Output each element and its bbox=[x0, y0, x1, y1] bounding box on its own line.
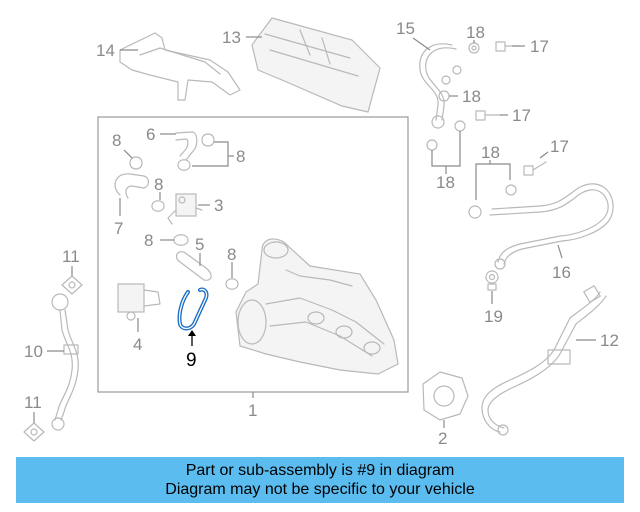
part-16-coolant-line[interactable] bbox=[489, 183, 614, 270]
callout-17-mid: 17 bbox=[512, 106, 531, 125]
part-9-hose-highlighted[interactable] bbox=[177, 287, 209, 331]
part-4-actuator[interactable] bbox=[117, 283, 161, 321]
callout-11-top: 11 bbox=[62, 247, 80, 266]
callout-10: 10 bbox=[24, 342, 43, 361]
callout-3: 3 bbox=[214, 196, 223, 215]
part-17-bolt-right[interactable] bbox=[523, 161, 547, 176]
banner-line-1: Part or sub-assembly is #9 in diagram bbox=[185, 462, 455, 479]
part-8-clamp-top-right[interactable] bbox=[201, 133, 215, 147]
callout-2: 2 bbox=[438, 429, 447, 448]
part-12-return-line[interactable] bbox=[481, 285, 607, 436]
part-2-gasket[interactable] bbox=[422, 371, 469, 421]
part-18-washer-top[interactable] bbox=[468, 42, 480, 54]
part-1-turbocharger-assembly[interactable] bbox=[235, 238, 399, 375]
parts-diagram: 1 2 3 4 5 6 7 8 8 8 8 8 9 10 11 11 12 13… bbox=[23, 17, 619, 448]
callout-8-left: 8 bbox=[112, 131, 121, 150]
callout-19: 19 bbox=[484, 307, 503, 326]
callout-18-lower: 18 bbox=[436, 173, 455, 192]
callout-18-top: 18 bbox=[466, 23, 485, 42]
callout-12: 12 bbox=[600, 331, 619, 350]
callout-11-bottom: 11 bbox=[24, 393, 42, 412]
part-17-bolt-mid[interactable] bbox=[475, 110, 503, 121]
part-7-hose[interactable] bbox=[114, 173, 150, 199]
part-8-clamp-left[interactable] bbox=[129, 156, 143, 170]
part-5-hose[interactable] bbox=[175, 251, 212, 281]
banner-line-2: Diagram may not be specific to your vehi… bbox=[165, 481, 475, 498]
callout-8-right: 8 bbox=[227, 245, 236, 264]
callout-15: 15 bbox=[396, 19, 415, 38]
part-13-heat-shield[interactable] bbox=[251, 17, 381, 113]
part-6-hose[interactable] bbox=[175, 131, 198, 161]
callout-9: 9 bbox=[186, 350, 197, 371]
callout-1: 1 bbox=[248, 401, 257, 420]
callout-8-mid: 8 bbox=[144, 231, 153, 250]
part-10-oil-feed-line[interactable] bbox=[51, 293, 79, 431]
callout-7: 7 bbox=[114, 219, 123, 238]
part-9-arrow bbox=[188, 330, 196, 336]
callout-5: 5 bbox=[195, 235, 204, 254]
part-8-clamp-center[interactable] bbox=[151, 200, 165, 212]
callout-13: 13 bbox=[222, 28, 241, 47]
callout-17-right: 17 bbox=[550, 137, 569, 156]
callout-14: 14 bbox=[96, 41, 115, 60]
callout-4: 4 bbox=[133, 335, 142, 354]
part-11-washer-bottom[interactable] bbox=[23, 422, 45, 442]
callout-16: 16 bbox=[552, 263, 571, 282]
part-8-clamp-mid[interactable] bbox=[173, 234, 189, 246]
callout-18-mid: 18 bbox=[462, 87, 481, 106]
callout-8-right-group: 8 bbox=[236, 147, 245, 166]
callout-18-right: 18 bbox=[481, 143, 500, 162]
part-19-plug[interactable] bbox=[485, 270, 499, 291]
callout-8-center: 8 bbox=[154, 175, 163, 194]
callout-6: 6 bbox=[146, 125, 155, 144]
part-11-washer-top[interactable] bbox=[61, 275, 83, 295]
part-15-oil-line[interactable] bbox=[419, 43, 462, 129]
part-8-clamp-right[interactable] bbox=[225, 278, 239, 290]
part-8-clamp-top-right-2[interactable] bbox=[177, 159, 191, 171]
info-banner: Part or sub-assembly is #9 in diagram Di… bbox=[16, 457, 624, 503]
part-18-washer-right-pair[interactable] bbox=[468, 184, 517, 219]
part-3-valve[interactable] bbox=[167, 193, 203, 225]
part-14-bracket[interactable] bbox=[119, 32, 241, 101]
callout-17-top: 17 bbox=[530, 37, 549, 56]
